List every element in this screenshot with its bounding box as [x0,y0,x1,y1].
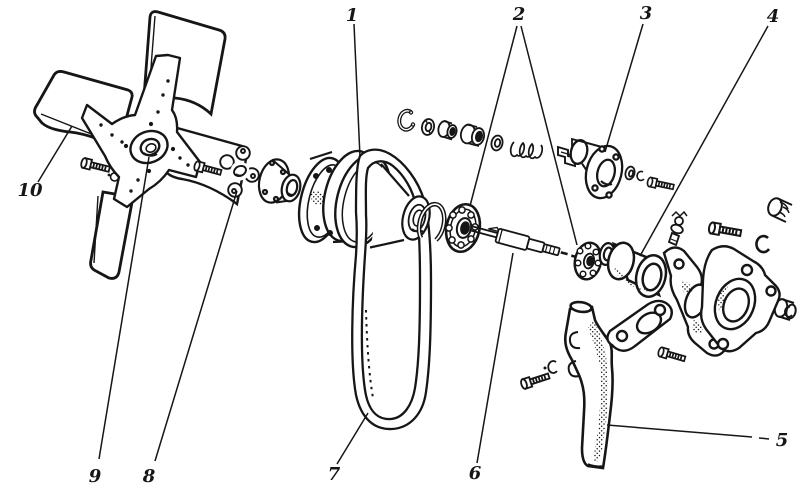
fan-bolt-left [79,156,119,182]
grease-fitting [667,210,688,247]
star-lock-plate [219,145,260,198]
callout-10: 10 [17,180,43,201]
callout-6: 6 [469,463,482,484]
pump-gasket [606,299,673,352]
spacer-bush [437,120,458,141]
seal-assembly [557,145,576,168]
pump-housing [606,241,668,298]
fan-hub-pulley-flange [569,137,624,200]
fan-blade-bottom [89,190,135,280]
circlip [397,108,416,132]
callout-9: 9 [89,466,102,487]
callout-4: 4 [767,6,780,27]
pulley-hub-boss [369,163,431,249]
pump-shaft [469,225,579,259]
lock-ring [416,201,447,242]
callout-7: 7 [328,464,341,485]
plug-top-right [767,197,793,223]
fan-spider [80,53,202,209]
water-pipe [563,300,614,470]
cone-washer [624,165,636,181]
spring [509,141,544,160]
pump-cover-plate [699,245,781,353]
callout-5: 5 [776,430,789,451]
callout-1: 1 [346,5,359,26]
ball-bearing-rear [573,241,603,281]
pipe-bolt [519,360,558,391]
drive-belt [351,148,433,431]
castle-nut [459,123,486,147]
flat-washer-small [490,134,504,152]
c-clip-small [636,170,645,182]
callout-8: 8 [142,466,156,487]
ball-bearing-front [444,202,482,254]
callout-2: 2 [512,4,526,25]
leader-lines [37,23,770,465]
callout-3: 3 [640,3,653,24]
fan-hub-flange [257,158,302,204]
lock-washer [420,118,436,136]
c-clip-right [755,234,771,254]
core-plug-right [773,298,797,321]
